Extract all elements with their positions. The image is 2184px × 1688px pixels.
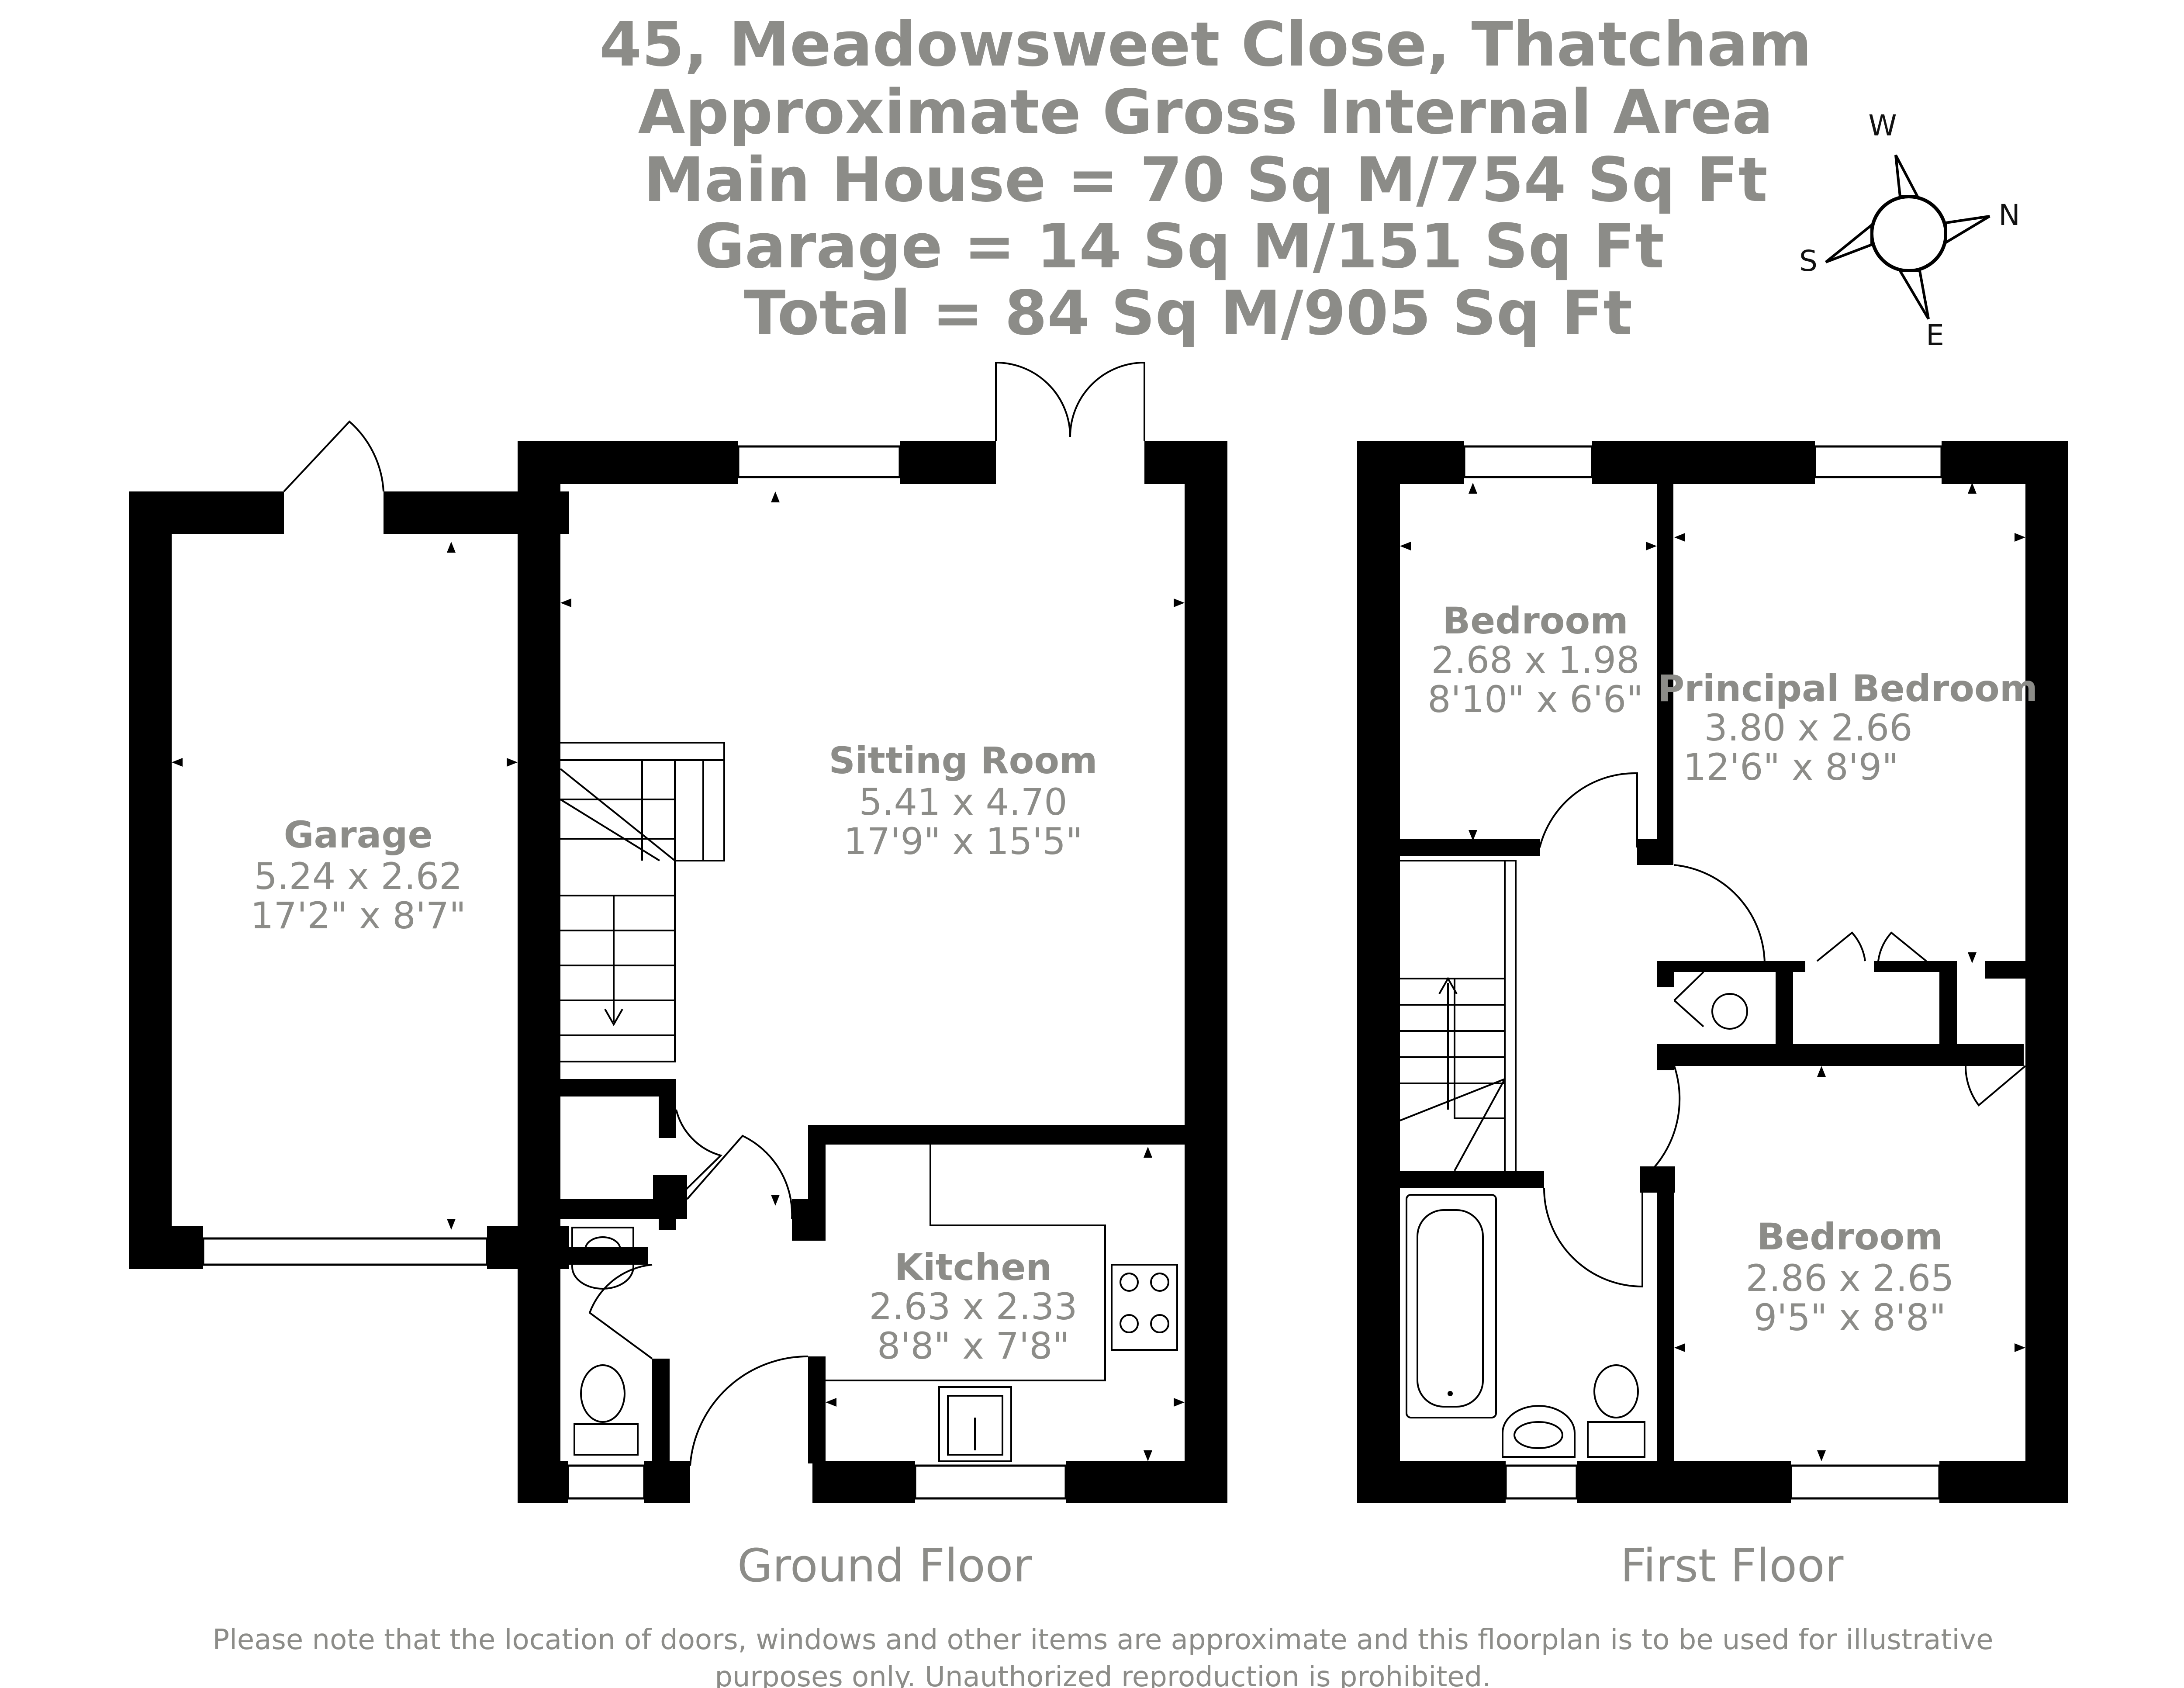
kitchen-metric: 2.63 x 2.33 [869,1285,1077,1328]
kitchen-worktop [826,1145,1106,1381]
garage-metric: 5.24 x 2.62 [254,855,462,898]
principal-bedroom-window [1814,445,1943,478]
bathroom-basin-icon [1502,1405,1576,1458]
french-doors-icon [995,361,1145,441]
compass-n: N [1998,198,2020,232]
hall-door-icon [686,1135,793,1219]
first-floor-label: First Floor [1621,1539,1844,1592]
bedroom-window [1463,445,1593,478]
garage-imperial: 17'2" x 8'7" [250,894,466,937]
closet-door-icon [1965,1065,2026,1107]
ground-interior-walls [560,1079,1188,1463]
front-door-icon [689,1355,809,1466]
airing-cupboard [1673,931,2026,1107]
title-main-house: Main House = 70 Sq M/754 Sq Ft [643,145,1767,216]
kitchen-imperial: 8'8" x 7'8" [877,1325,1069,1367]
compass-icon: W N S E [1799,109,2020,352]
title-garage: Garage = 14 Sq M/151 Sq Ft [695,211,1664,282]
sitting-room-imperial: 17'9" x 15'5" [843,820,1082,863]
bedroom-door-icon [1539,772,1638,848]
header: 45, Meadowsweet Close, Thatcham Approxim… [599,9,1812,349]
rear-bedroom-window [1790,1464,1941,1500]
bedroom-small-name: Bedroom [1442,599,1628,642]
garage-name: Garage [284,813,433,856]
compass-w: W [1868,109,1897,142]
disclaimer-line1: Please note that the location of doors, … [213,1624,1994,1656]
bathroom-window [1504,1464,1578,1500]
first-measurement-arrows [1400,483,2025,1461]
ground-stairs [560,742,725,1062]
room-labels: Garage 5.24 x 2.62 17'2" x 8'7" Sitting … [250,599,2038,1367]
rear-bedroom-door-icon [1646,1065,1681,1176]
toilet-icon [574,1364,639,1456]
hob-icon [1111,1264,1178,1351]
compass-s: S [1799,244,1818,278]
sitting-room-metric: 5.41 x 4.70 [859,781,1067,823]
kitchen-name: Kitchen [895,1246,1052,1289]
bathroom-toilet-icon [1587,1364,1645,1458]
title-address: 45, Meadowsweet Close, Thatcham [599,9,1812,80]
boiler-icon [1711,993,1748,1030]
bedroom-rear-imperial: 9'5" x 8'8" [1754,1296,1946,1339]
bath-icon [1406,1194,1497,1418]
cloak-door-icon [675,1109,722,1200]
house-ground-walls [518,441,1227,1503]
disclaimer-line2: purposes only. Unauthorized reproduction… [715,1661,1491,1688]
title-gia: Approximate Gross Internal Area [638,77,1773,148]
principal-bedroom-imperial: 12'6" x 8'9" [1683,746,1899,789]
bedroom-rear-name: Bedroom [1757,1215,1943,1258]
principal-bedroom-metric: 3.80 x 2.66 [1704,706,1912,749]
sitting-room-name: Sitting Room [829,739,1097,782]
wc-door-icon [588,1264,653,1359]
wardrobe-doors-icon [1816,931,1927,962]
ground-measurement-arrows [172,491,1185,1461]
bathroom-door-icon [1543,1188,1643,1288]
wc-basin-icon [571,1227,634,1290]
kitchen-sink-icon [938,1386,1012,1462]
ground-floor-plan [129,361,1227,1503]
title-total: Total = 84 Sq M/905 Sq Ft [744,278,1632,349]
wc-window [567,1464,646,1500]
house-first-walls [1357,441,2068,1503]
principal-bedroom-name: Principal Bedroom [1658,667,2038,710]
first-stairs [1400,860,1517,1171]
ground-floor-label: Ground Floor [737,1539,1032,1592]
first-interior-walls [1400,484,2027,1463]
compass-e: E [1926,318,1944,352]
bedroom-rear-metric: 2.86 x 2.65 [1745,1257,1954,1300]
garage-side-door-icon [283,420,384,492]
bedroom-small-imperial: 8'10" x 6'6" [1427,678,1643,721]
sitting-room-window [737,445,901,478]
bedroom-small-metric: 2.68 x 1.98 [1431,639,1639,681]
kitchen-window [914,1464,1067,1500]
garage-door [202,1237,488,1266]
principal-door-icon [1674,864,1766,966]
first-floor-plan [1357,441,2068,1503]
